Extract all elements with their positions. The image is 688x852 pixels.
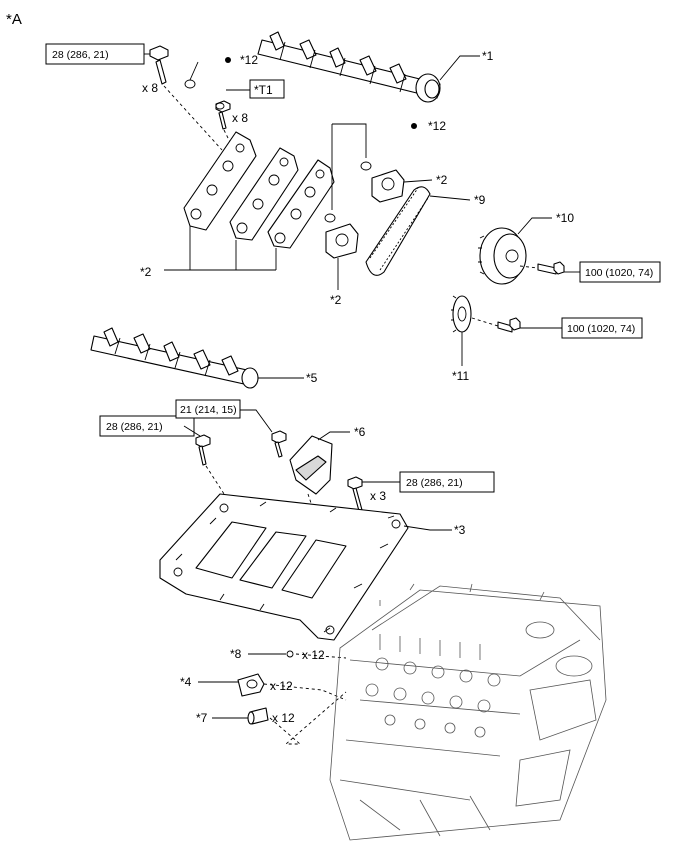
- qty-housing: x 3: [370, 489, 386, 503]
- callout-11: *11: [452, 369, 469, 383]
- exhaust-sprocket: [451, 295, 472, 333]
- callout-5: *5: [306, 371, 318, 385]
- camshaft-housing-3: [159, 493, 409, 641]
- small-bolt-icon: [215, 100, 231, 130]
- housing-bolt-mid-icon: [271, 430, 287, 458]
- cylinder-head-engine: [329, 583, 607, 841]
- cam-cap-upper: [371, 169, 405, 203]
- timing-chain: [365, 186, 431, 276]
- torque-label-housing-mid: 21 (214, 15): [180, 404, 237, 416]
- qty-bolts-top: x 8: [142, 81, 158, 95]
- sprocket-bolt-icon: [497, 317, 521, 333]
- torque-label-sprocket: 100 (1020, 74): [567, 323, 635, 335]
- tool-label-t1: *T1: [254, 83, 273, 97]
- camshaft-1: [257, 31, 441, 103]
- callout-12-top: *12: [240, 53, 258, 67]
- camshaft-5: [90, 327, 259, 389]
- ball-icon: [286, 650, 294, 658]
- camshaft-cap-group: [183, 131, 335, 249]
- callout-2-top: *2: [436, 173, 448, 187]
- vvt-gear: [478, 227, 527, 285]
- callout-1: *1: [482, 49, 494, 63]
- torque-label-housing-right: 28 (286, 21): [406, 477, 463, 489]
- torque-label-housing-left: 28 (286, 21): [106, 421, 163, 433]
- callout-2-bottom: *2: [330, 293, 342, 307]
- housing-bolt-left-icon: [195, 434, 211, 466]
- figure-label: *A: [6, 11, 22, 28]
- qty-7: x 12: [272, 711, 295, 725]
- callout-6: *6: [354, 425, 366, 439]
- torque-label-top-left: 28 (286, 21): [52, 49, 109, 61]
- qty-caps: x 8: [232, 111, 248, 125]
- bolt-icon: [149, 45, 169, 85]
- cam-cap-lower: [325, 223, 359, 259]
- housing-bolt-right-icon: [347, 476, 363, 512]
- qty-4: x 12: [270, 679, 293, 693]
- callout-7: *7: [196, 711, 208, 725]
- plunger-icon: [247, 707, 269, 725]
- qty-8: x 12: [302, 648, 325, 662]
- torque-label-vvt: 100 (1020, 74): [585, 267, 653, 279]
- lash-adjuster-icon: [237, 673, 265, 697]
- callout-4: *4: [180, 675, 192, 689]
- oring-icon: [184, 79, 196, 89]
- callout-10: *10: [556, 211, 574, 225]
- callout-9: *9: [474, 193, 486, 207]
- vvt-bolt-icon: [537, 261, 565, 275]
- callout-3: *3: [454, 523, 466, 537]
- bracket-6: [289, 435, 333, 495]
- callout-12-mid: *12: [428, 119, 446, 133]
- callout-8: *8: [230, 647, 242, 661]
- callout-2-left: *2: [140, 265, 152, 279]
